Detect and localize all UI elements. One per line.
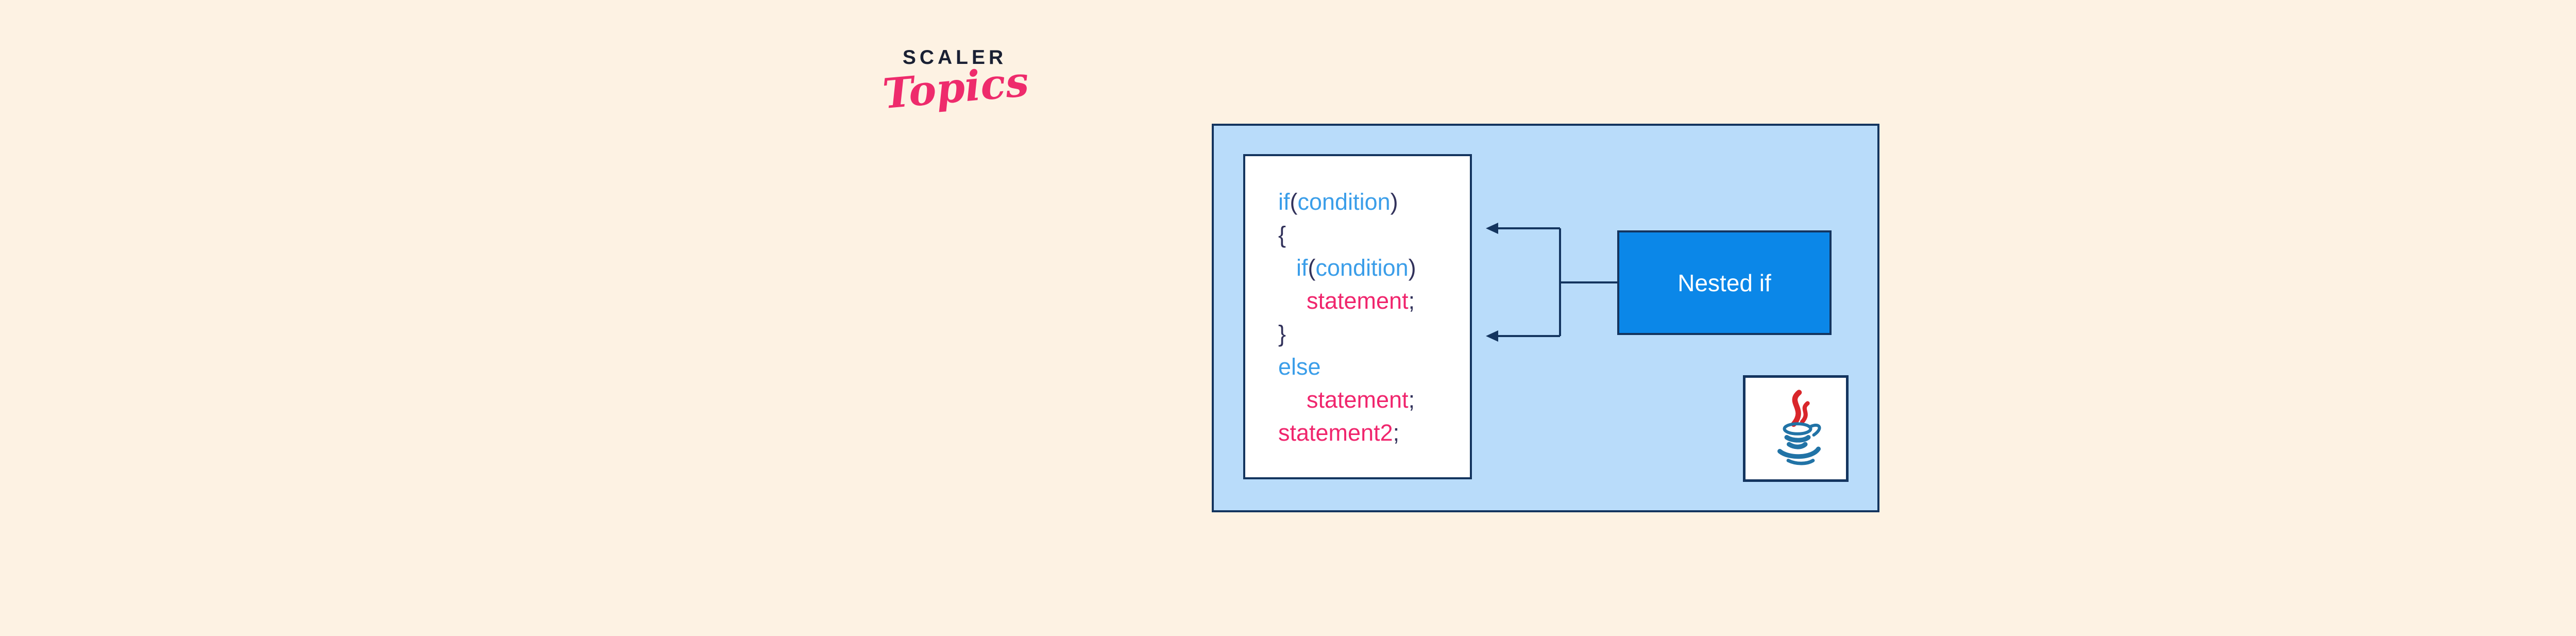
- code-line: {: [1278, 219, 1470, 252]
- code-token: ;: [1408, 288, 1415, 314]
- code-token: statement2: [1278, 420, 1393, 446]
- connector-arrows: [1486, 223, 1617, 342]
- code-line: if(condition): [1278, 186, 1470, 219]
- code-token: {: [1278, 222, 1286, 248]
- code-line: statement;: [1278, 383, 1470, 416]
- java-logo-icon: [1777, 389, 1821, 465]
- code-line: }: [1278, 317, 1470, 350]
- code-token: if: [1278, 189, 1290, 215]
- java-steam: [1790, 389, 1810, 427]
- code-line: statement2;: [1278, 416, 1470, 449]
- code-token: if: [1296, 255, 1308, 281]
- logo-script-text: Topics: [880, 57, 1031, 119]
- code-token: statement: [1307, 387, 1409, 413]
- code-token: (: [1308, 255, 1316, 281]
- nested-if-label: Nested if: [1677, 269, 1771, 296]
- code-token: ;: [1408, 387, 1415, 413]
- code-token: ): [1390, 189, 1398, 215]
- arrow-head-top-icon: [1486, 223, 1498, 234]
- scaler-topics-logo: SCALER Topics: [880, 46, 1030, 118]
- code-line: if(condition): [1278, 252, 1470, 284]
- code-token: (: [1290, 189, 1298, 215]
- code-line: statement;: [1278, 284, 1470, 317]
- code-token: ;: [1393, 420, 1400, 446]
- code-box: if(condition){if(condition)statement;}el…: [1243, 154, 1472, 479]
- arrow-head-bottom-icon: [1486, 330, 1498, 342]
- code-token: else: [1278, 354, 1321, 380]
- logo-brand-text: SCALER: [902, 46, 1007, 69]
- code-token: statement: [1307, 288, 1409, 314]
- java-cup: [1777, 422, 1821, 465]
- java-logo-box: [1743, 375, 1849, 482]
- nested-if-box: Nested if: [1617, 230, 1832, 335]
- connector-lines: [1496, 227, 1617, 337]
- code-token: }: [1278, 321, 1286, 347]
- diagram-panel: if(condition){if(condition)statement;}el…: [1212, 124, 1879, 512]
- code-token: ): [1408, 255, 1416, 281]
- code-line: else: [1278, 350, 1470, 383]
- code-token: condition: [1315, 255, 1409, 281]
- code-token: condition: [1297, 189, 1391, 215]
- code-lines: if(condition){if(condition)statement;}el…: [1278, 186, 1470, 449]
